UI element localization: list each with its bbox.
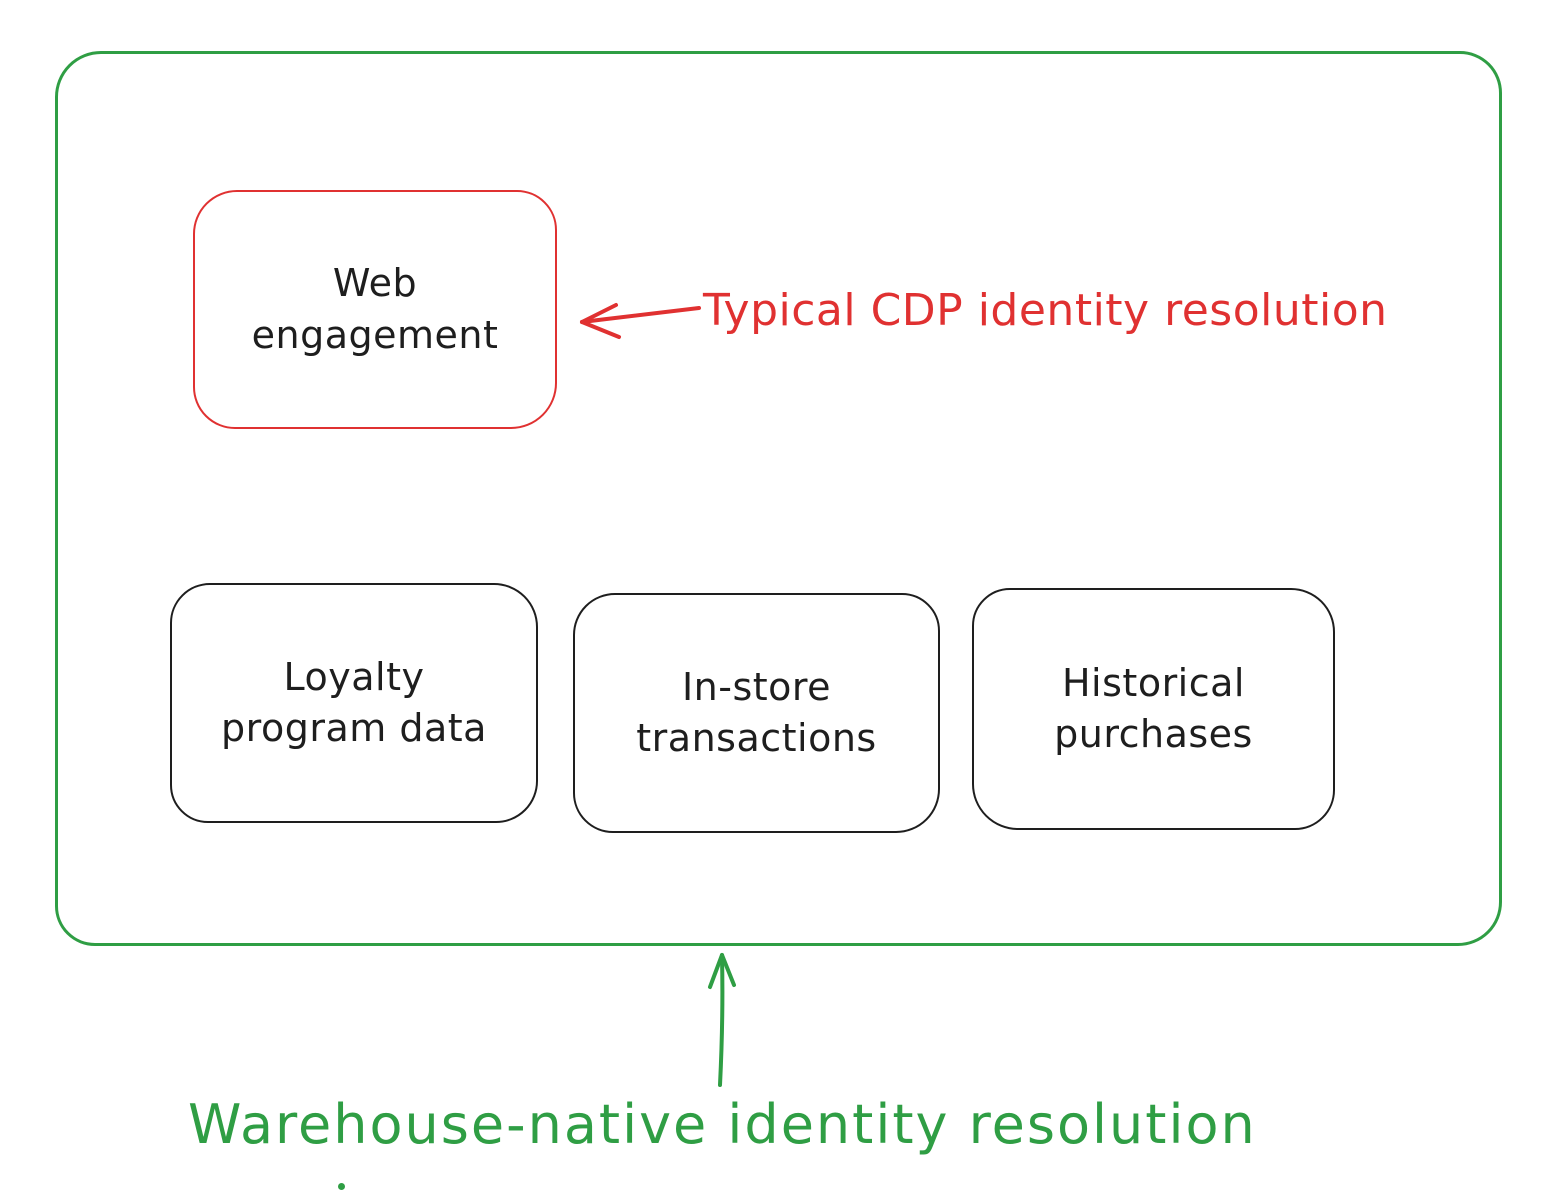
stray-ink-dot bbox=[338, 1183, 345, 1190]
warehouse-caption-label: Warehouse-native identity resolution bbox=[188, 1093, 1257, 1156]
loyalty-program-data-label: Loyalty program data bbox=[221, 654, 487, 750]
warehouse-container-box bbox=[55, 51, 1502, 946]
web-engagement-label: Web engagement bbox=[251, 261, 499, 357]
historical-purchases-box: Historical purchases bbox=[972, 588, 1335, 830]
web-engagement-box: Web engagement bbox=[193, 190, 557, 429]
historical-purchases-label: Historical purchases bbox=[1054, 660, 1253, 756]
up-arrow-icon bbox=[708, 953, 736, 1087]
in-store-transactions-label: In-store transactions bbox=[636, 664, 877, 760]
cdp-annotation-label: Typical CDP identity resolution bbox=[703, 285, 1388, 336]
in-store-transactions-box: In-store transactions bbox=[573, 593, 940, 833]
loyalty-program-data-box: Loyalty program data bbox=[170, 583, 538, 823]
left-arrow-icon bbox=[580, 303, 701, 339]
